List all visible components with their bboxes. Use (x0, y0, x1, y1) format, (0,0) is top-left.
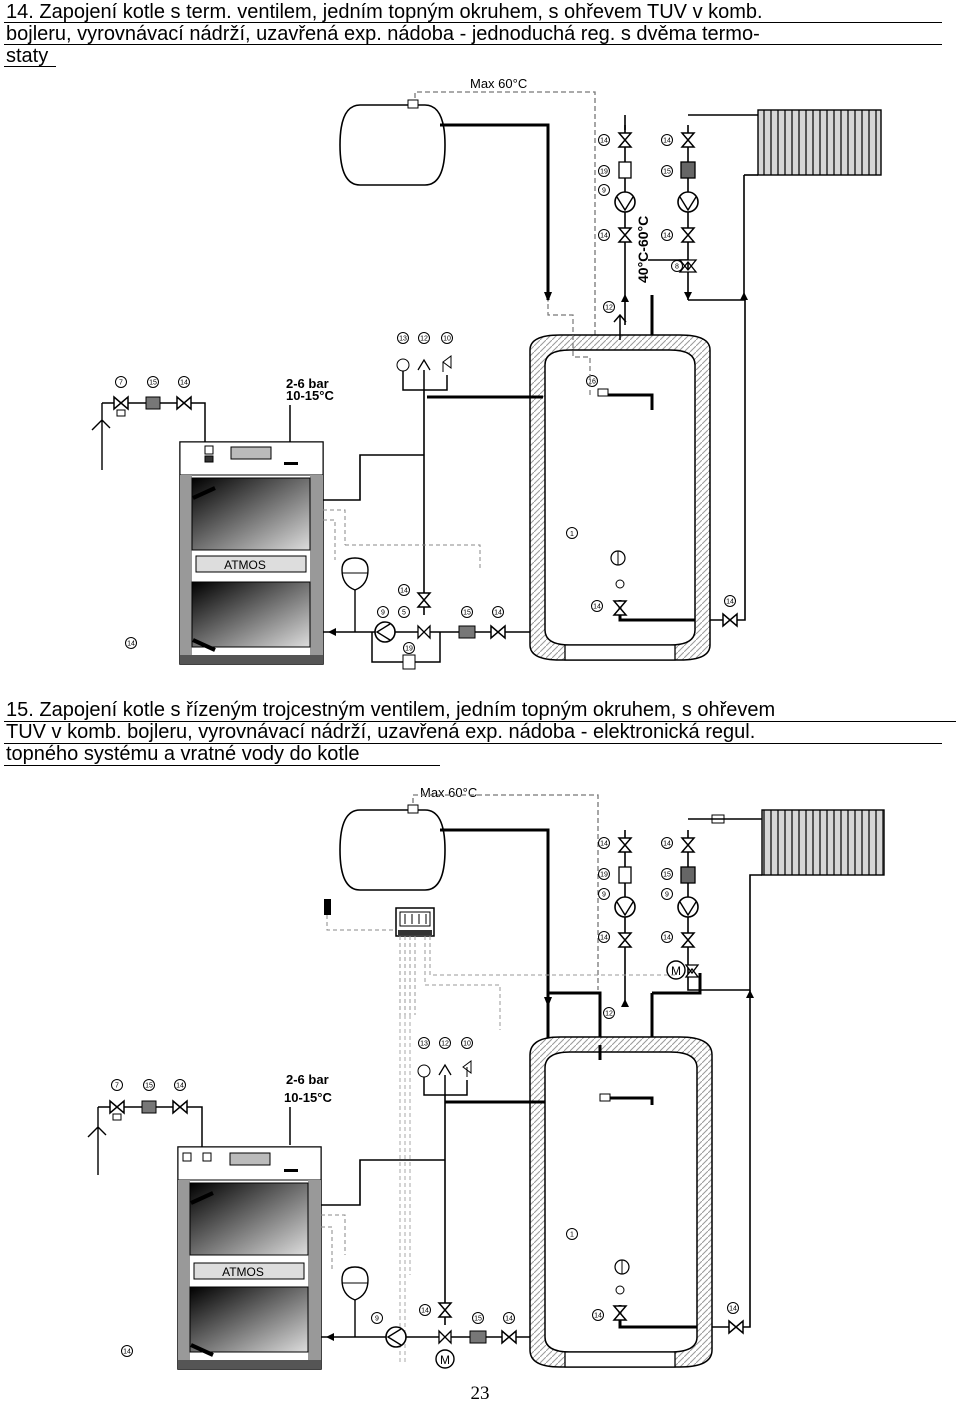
boiler-atmos: ATMOS (177, 1146, 322, 1370)
svg-text:14: 14 (663, 233, 671, 240)
svg-text:9: 9 (665, 892, 669, 899)
radiator (757, 109, 882, 176)
max-temp-label: Max 60°C (420, 785, 477, 800)
section-14-underline (4, 66, 56, 67)
svg-text:15: 15 (663, 169, 671, 176)
callouts-top: 14 19 9 14 14 15 9 14 12 (598, 837, 673, 1019)
svg-text:14: 14 (176, 1083, 184, 1090)
svg-text:8: 8 (675, 264, 679, 271)
svg-text:15: 15 (145, 1083, 153, 1090)
svg-text:19: 19 (600, 872, 608, 879)
dhw-cylinder (339, 804, 446, 891)
svg-text:14: 14 (663, 935, 671, 942)
outdoor-sensor (324, 899, 331, 915)
svg-text:16: 16 (588, 379, 596, 386)
svg-text:15: 15 (463, 610, 471, 617)
section-15-underline (4, 721, 956, 722)
section-15-line-1: 15. Zapojení kotle s řízeným trojcestným… (6, 699, 776, 721)
svg-text:14: 14 (494, 610, 502, 617)
radiator (761, 809, 885, 876)
svg-text:M: M (671, 964, 681, 978)
callouts-top: 14 19 9 14 14 15 14 8 12 (598, 134, 683, 313)
svg-text:14: 14 (127, 641, 135, 648)
svg-text:10: 10 (463, 1041, 471, 1048)
svg-text:10: 10 (443, 336, 451, 343)
drain-group: 7 15 14 (91, 376, 206, 470)
accumulation-tank: 1 (529, 1036, 713, 1368)
svg-text:12: 12 (420, 336, 428, 343)
svg-text:14: 14 (593, 604, 601, 611)
safety-group: 13 12 10 (417, 1037, 473, 1096)
svg-text:1: 1 (570, 1232, 574, 1239)
temp-range-label: 10-15°C (284, 1090, 332, 1105)
svg-text:14: 14 (663, 841, 671, 848)
svg-text:M: M (440, 1353, 450, 1367)
svg-text:9: 9 (375, 1316, 379, 1323)
svg-text:7: 7 (115, 1083, 119, 1090)
svg-text:19: 19 (600, 169, 608, 176)
svg-text:14: 14 (123, 1349, 131, 1356)
svg-text:14: 14 (600, 233, 608, 240)
section-14-heading: 14. Zapojení kotle s term. ventilem, jed… (6, 1, 763, 67)
svg-text:14: 14 (663, 138, 671, 145)
svg-text:14: 14 (505, 1316, 513, 1323)
diagram-14: Max 60°C 40°C-60°C 14 19 9 14 14 15 14 8… (91, 76, 882, 670)
max-temp-label: Max 60°C (470, 76, 527, 91)
svg-text:14: 14 (600, 935, 608, 942)
section-14-line-1: 14. Zapojení kotle s term. ventilem, jed… (6, 1, 763, 23)
svg-text:14: 14 (600, 138, 608, 145)
section-15-heading: 15. Zapojení kotle s řízeným trojcestným… (6, 699, 775, 765)
svg-text:ATMOS: ATMOS (222, 1265, 264, 1279)
section-14-underline (4, 44, 942, 45)
svg-text:12: 12 (605, 305, 613, 312)
svg-text:9: 9 (602, 892, 606, 899)
pressure-label: 2-6 bar (286, 1072, 329, 1087)
svg-text:14: 14 (729, 1306, 737, 1313)
svg-text:14: 14 (600, 841, 608, 848)
pressure-label: 2-6 bar (286, 376, 329, 391)
section-14-underline (4, 22, 942, 23)
svg-text:7: 7 (119, 380, 123, 387)
svg-text:5: 5 (402, 610, 406, 617)
temp-range-label: 10-15°C (286, 388, 334, 403)
accumulation-tank: 1 (529, 334, 711, 661)
electronic-regulator (395, 907, 435, 937)
section-14-line-2: bojleru, vyrovnávací nádrží, uzavřená ex… (6, 23, 760, 45)
svg-text:14: 14 (180, 380, 188, 387)
diagram-15: Max 60°C M 14 19 9 14 14 15 9 14 12 (87, 785, 885, 1370)
svg-text:14: 14 (400, 588, 408, 595)
svg-text:12: 12 (605, 1011, 613, 1018)
section-15-underline (4, 743, 942, 744)
section-15-line-2: TUV v komb. bojleru, vyrovnávací nádrží,… (6, 721, 756, 743)
motor-valve-icon (435, 1349, 455, 1369)
svg-text:12: 12 (441, 1041, 449, 1048)
svg-text:15: 15 (663, 872, 671, 879)
svg-text:13: 13 (399, 336, 407, 343)
svg-text:15: 15 (474, 1316, 482, 1323)
dhw-cylinder (339, 99, 446, 186)
page-number: 23 (470, 1383, 490, 1404)
svg-text:13: 13 (420, 1041, 428, 1048)
svg-text:14: 14 (421, 1308, 429, 1315)
svg-text:19: 19 (405, 646, 413, 653)
expansion-vessel (341, 557, 369, 632)
svg-text:ATMOS: ATMOS (224, 558, 266, 572)
section-15-line-3: topného systému a vratné vody do kotle (6, 743, 360, 765)
svg-text:14: 14 (594, 1313, 602, 1320)
svg-text:1: 1 (570, 531, 574, 538)
mix-temp-label: 40°C-60°C (635, 216, 651, 283)
drain-group: 7 15 14 (87, 1079, 203, 1175)
section-15-underline (4, 765, 440, 766)
safety-group: 13 12 10 (396, 332, 453, 391)
svg-text:15: 15 (149, 380, 157, 387)
expansion-vessel (341, 1266, 369, 1337)
svg-text:14: 14 (726, 599, 734, 606)
boiler-atmos: ATMOS (179, 441, 324, 665)
section-14-line-3: staty (6, 45, 49, 67)
svg-text:9: 9 (602, 188, 606, 195)
svg-text:9: 9 (381, 610, 385, 617)
